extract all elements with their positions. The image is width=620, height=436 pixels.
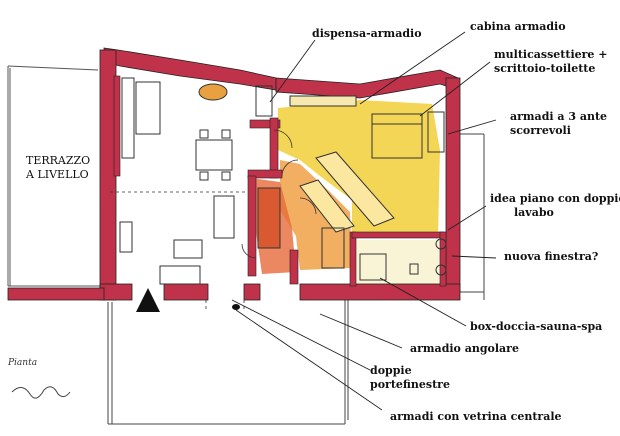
label-armadi-3-ante: armadi a 3 ante scorrevoli — [510, 110, 607, 138]
leader-dot — [232, 304, 240, 310]
garden-outline — [107, 300, 349, 425]
label-multicassettiere-line2: scrittoio-toilette — [494, 62, 596, 75]
bath-fill — [354, 240, 440, 284]
label-idea-piano-line2: lavabo — [514, 206, 554, 219]
label-multicassettiere: multicassettiere + scrittoio-toilette — [494, 48, 607, 76]
label-idea-piano-line1: idea piano con doppio — [490, 192, 620, 205]
label-armadi-3-ante-line1: armadi a 3 ante — [510, 110, 608, 123]
furniture-bedroom — [255, 85, 447, 281]
terrace-outline — [7, 65, 100, 287]
signature-scribble — [11, 386, 71, 399]
label-armadio-angolare: armadio angolare — [410, 342, 519, 355]
label-cabina-armadio: cabina armadio — [470, 20, 566, 33]
label-doppie-line2: portefinestre — [370, 378, 450, 391]
yellow-bedroom-fill — [278, 100, 440, 238]
label-multicassettiere-line1: multicassettiere + — [494, 48, 608, 61]
label-dispensa-armadio: dispensa-armadio — [312, 27, 422, 40]
label-idea-piano: idea piano con doppio lavabo — [490, 192, 620, 220]
balcony-outline — [456, 133, 485, 300]
furniture-living — [119, 77, 235, 285]
orange-zone-fill — [280, 160, 352, 270]
label-doppie-line1: doppie — [370, 364, 412, 377]
entrance-arrow-icon — [136, 288, 160, 312]
door-arcs — [241, 129, 317, 259]
label-armadi-vetrina: armadi con vetrina centrale — [390, 410, 562, 423]
leader-lines — [231, 31, 497, 411]
label-nuova-finestra: nuova finestra? — [504, 250, 599, 263]
terrace-label-line2: A LIVELLO — [26, 168, 89, 181]
signature-word: Pianta — [8, 358, 38, 368]
interior-walls — [113, 75, 447, 287]
label-armadi-3-ante-line2: scorrevoli — [510, 124, 571, 137]
label-doppie-portefinestre: doppie portefinestre — [370, 364, 450, 392]
terrace-label: TERRAZZO A LIVELLO — [26, 154, 90, 182]
outer-walls — [7, 47, 461, 301]
terrace-label-line1: TERRAZZO — [26, 154, 91, 167]
label-box-doccia: box-doccia-sauna-spa — [470, 320, 603, 333]
